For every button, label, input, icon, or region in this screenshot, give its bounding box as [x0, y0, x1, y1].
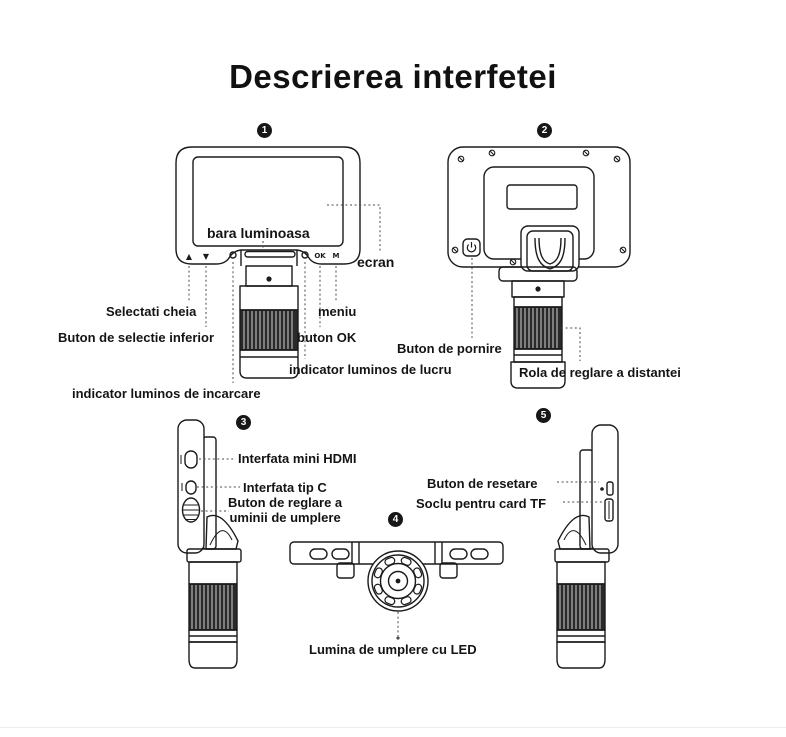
label-work-indicator: indicator luminos de lucru	[289, 362, 452, 377]
stand-folded	[205, 514, 239, 550]
label-lower-select-button: Buton de selectie inferior	[58, 330, 215, 345]
left-side-view-drawing	[177, 419, 242, 669]
light-adjust-wheel-icon	[181, 497, 201, 523]
led-ring-icon	[367, 550, 429, 612]
focus-wheel-front	[239, 309, 299, 351]
figure-badge-2: 2	[537, 123, 552, 138]
screen	[192, 156, 344, 247]
focus-wheel-side-right	[556, 583, 606, 631]
ok-button-glyph: OK	[314, 252, 326, 260]
label-light-bar: bara luminoasa	[207, 225, 310, 241]
back-view-drawing	[447, 146, 631, 389]
charge-indicator-light	[229, 251, 237, 259]
side-panel-right	[591, 424, 619, 554]
column-screw	[266, 276, 272, 282]
label-power-button: Buton de pornire	[397, 341, 502, 356]
label-charging-indicator: indicator luminos de incarcare	[72, 386, 261, 401]
figure-badge-3: 3	[236, 415, 251, 430]
label-mini-hdmi: Interfata mini HDMI	[238, 451, 357, 466]
tf-card-slot-icon	[604, 498, 614, 522]
bottom-view-drawing	[289, 541, 504, 612]
front-view-drawing	[175, 146, 361, 379]
menu-button-glyph: M	[333, 252, 340, 260]
stand-bracket	[520, 225, 580, 272]
figure-badge-1: 1	[257, 123, 272, 138]
label-tf-card-socket: Soclu pentru card TF	[416, 496, 547, 511]
label-ok-button: buton OK	[297, 330, 357, 345]
figure-badge-5: 5	[536, 408, 551, 423]
page-title: Descrierea interfetei	[229, 58, 557, 95]
label-fill-light-adjust: Buton de reglare a uminii de umplere	[228, 495, 343, 526]
work-indicator-light	[301, 251, 309, 259]
up-arrow-icon: ▲	[186, 252, 193, 261]
power-button-icon	[462, 238, 481, 257]
label-select-key: Selectati cheia	[106, 304, 197, 319]
label-distance-wheel: Rola de reglare a distantei	[519, 365, 681, 380]
right-side-view-drawing	[554, 424, 619, 669]
focus-wheel-side	[188, 583, 238, 631]
camera-lens-icon	[387, 570, 409, 592]
label-screen: ecran	[357, 254, 395, 270]
back-label-plate	[506, 184, 578, 210]
stand-folded-right	[557, 514, 591, 550]
figure-badge-4: 4	[388, 512, 403, 527]
hdmi-port-icon	[184, 450, 198, 469]
reset-hole-icon	[600, 487, 604, 491]
bottom-divider	[0, 727, 786, 728]
usb-c-port-icon	[185, 480, 197, 495]
label-menu: meniu	[318, 304, 357, 319]
light-bar-icon	[244, 250, 296, 258]
front-view-bezel-glyphs: ▲ ▼ OK M	[186, 252, 340, 261]
side-panel	[177, 419, 205, 554]
label-led-fill-light: Lumina de umplere cu LED	[309, 642, 477, 657]
label-reset-button: Buton de resetare	[427, 476, 538, 491]
leader-lines	[188, 204, 603, 636]
label-type-c: Interfata tip C	[243, 480, 327, 495]
down-arrow-icon: ▼	[203, 252, 210, 261]
